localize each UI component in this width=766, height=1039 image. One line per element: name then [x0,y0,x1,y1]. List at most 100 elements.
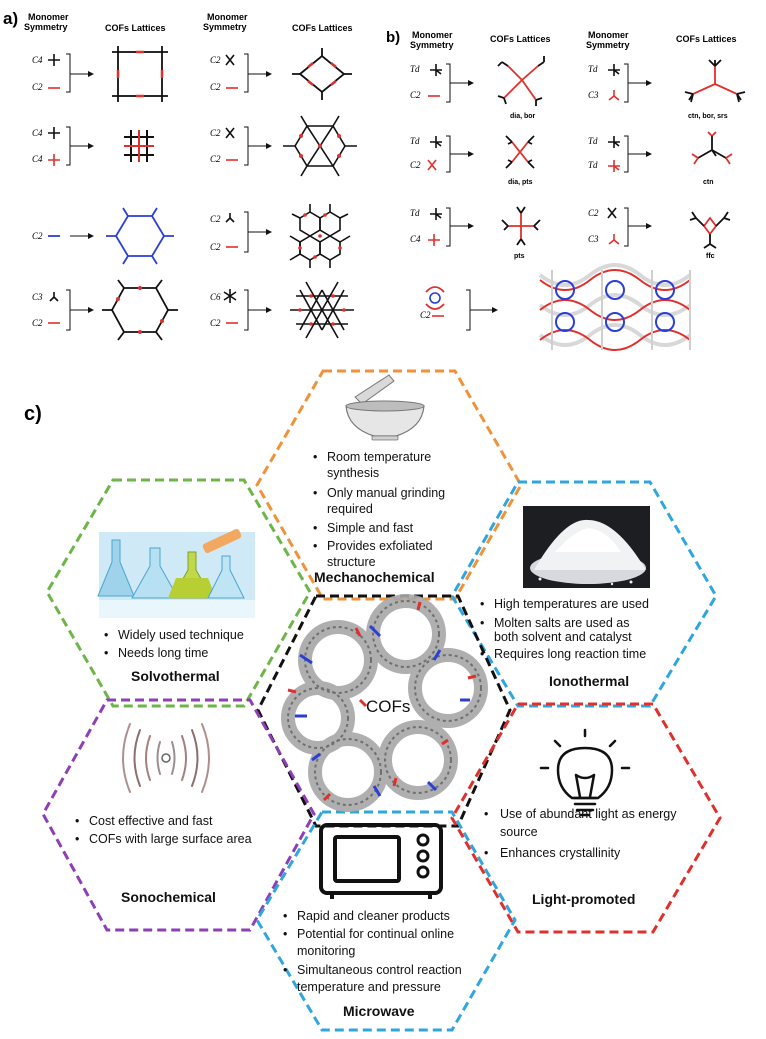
ffc-lattice [689,211,731,249]
salt-pile-photo [523,506,650,588]
arrow-head [266,71,272,77]
bullet-text: Widely used technique [118,628,244,642]
hexagon-lattice-blue [106,207,174,265]
panel-a-lattices-header: COFs Lattices [105,23,166,33]
net-label: dia, bor [510,113,536,120]
sym-c2: C2 [588,208,599,218]
c2-xlinker-icon [225,54,235,66]
solvothermal-section: •Widely used technique •Needs long time … [97,529,255,684]
sym-c2: C2 [210,154,221,164]
bullet-text-wrap: structure [327,555,376,569]
b-row2-left: Td C2 dia, pts [410,135,535,186]
bracket-arrow [244,126,268,166]
sym-c4: C4 [32,55,43,65]
sym-c3: C3 [588,90,599,100]
bullet-text-wrap: required [327,502,373,516]
bracket-arrow [624,63,648,103]
sonochemical-bullets: •Cost effective and fast •COFs with larg… [75,814,252,846]
a-row4-right: C6 C2 [210,281,354,339]
c4-linker-red-icon [428,234,440,246]
sym-c2: C2 [210,318,221,328]
c2-xlinker-icon [607,207,617,219]
panel-b-symmetry-header-2: Symmetry [586,40,630,50]
sym-c2: C2 [210,55,221,65]
pts-lattice-2 [501,206,541,246]
bracket-arrow [244,289,268,331]
bracket-arrow [66,289,90,331]
sym-c6: C6 [210,292,221,302]
bullet-text: Requires long reaction time [494,647,646,661]
hex-cofs-center [256,594,512,828]
panel-a-label: a) [3,9,18,28]
td-linker-icon [430,64,442,76]
a-row2-left: C4 C4 [32,126,154,166]
a-row3-left: C2 [32,207,174,265]
bullet-text: Potential for continual online [297,927,454,941]
interwoven-monomer-icon [425,286,445,310]
hexagon-frames [41,369,722,1032]
pts-lattice [505,135,535,169]
panel-b-monomer-header-2: Monomer [588,30,629,40]
svg-text:•: • [104,628,108,642]
svg-text:•: • [104,646,108,660]
sym-c2: C2 [32,231,43,241]
bullet-text: Only manual grinding [327,486,445,500]
sym-c2: C2 [32,318,43,328]
c3-linker-icon [49,292,59,302]
sym-c2: C2 [210,128,221,138]
arrow-head [88,307,94,313]
arrow-head [266,143,272,149]
c2-xlinker-icon [225,127,235,139]
a-row1-left: C4 C2 [32,46,168,102]
mechanochemical-title: Mechanochemical [314,569,435,585]
sym-c2: C2 [410,90,421,100]
bullet-text: Provides exfoliated [327,539,433,553]
square-lattice-2 [124,130,154,162]
sym-td: Td [410,208,420,218]
sym-c3: C2 [210,214,221,224]
honeycomb-lattice [289,204,351,268]
arrow-head [88,71,94,77]
lightbulb-icon [539,728,631,817]
c3-linker-red-icon [608,90,620,101]
td-linker-icon [608,136,620,148]
c2-xlinker-red-icon [427,159,437,171]
bullet-text-wrap: both solvent and catalyst [494,630,632,644]
svg-text:•: • [313,486,317,500]
bullet-text: Simultaneous control reaction [297,963,462,977]
mortar-pestle-icon [345,374,425,441]
bullet-text: High temperatures are used [494,597,649,611]
b-row2-right: Td Td ctn [588,131,733,186]
sym-c4: C4 [32,154,43,164]
a-row3-right: C2 C2 [210,204,351,268]
sym-td: Td [588,136,598,146]
solvothermal-bullets: • Widely used technique • Needs long time [104,628,244,660]
svg-text:•: • [484,807,488,821]
ionothermal-section: •High temperatures are used •Molten salt… [480,506,650,689]
svg-text:•: • [75,814,79,828]
panel-c-label: c) [24,403,42,425]
ctn-lattice-2 [691,131,733,165]
net-label: ctn, bor, srs [688,113,728,120]
b-row1-right: Td C3 ctn, bor, srs [588,59,746,120]
bracket-arrow [446,135,470,173]
bullet-text-wrap: temperature and pressure [297,980,441,994]
sym-c3: C3 [32,292,43,302]
td-linker-red-icon [608,160,620,172]
microwave-oven-icon [319,823,443,899]
arrow-head [646,80,652,86]
bullet-text: Needs long time [118,646,208,660]
bullet-text: Enhances crystallinity [500,846,621,860]
c3-linker-icon [225,213,235,223]
svg-text:•: • [283,963,287,977]
ionothermal-title: Ionothermal [549,673,629,689]
a-row1-right: C2 C2 [210,48,352,100]
sym-c4: C4 [410,234,421,244]
solvothermal-title: Solvothermal [131,668,220,684]
bullet-text-wrap: synthesis [327,466,379,480]
hexagonal-star-lattice [290,281,354,339]
panel-a-monomer-header: Monomer [28,12,69,22]
microwave-bullets: •Rapid and cleaner products •Potential f… [283,909,462,994]
cofs-center-title: COFs [366,697,410,716]
sound-waves-icon [122,723,210,793]
